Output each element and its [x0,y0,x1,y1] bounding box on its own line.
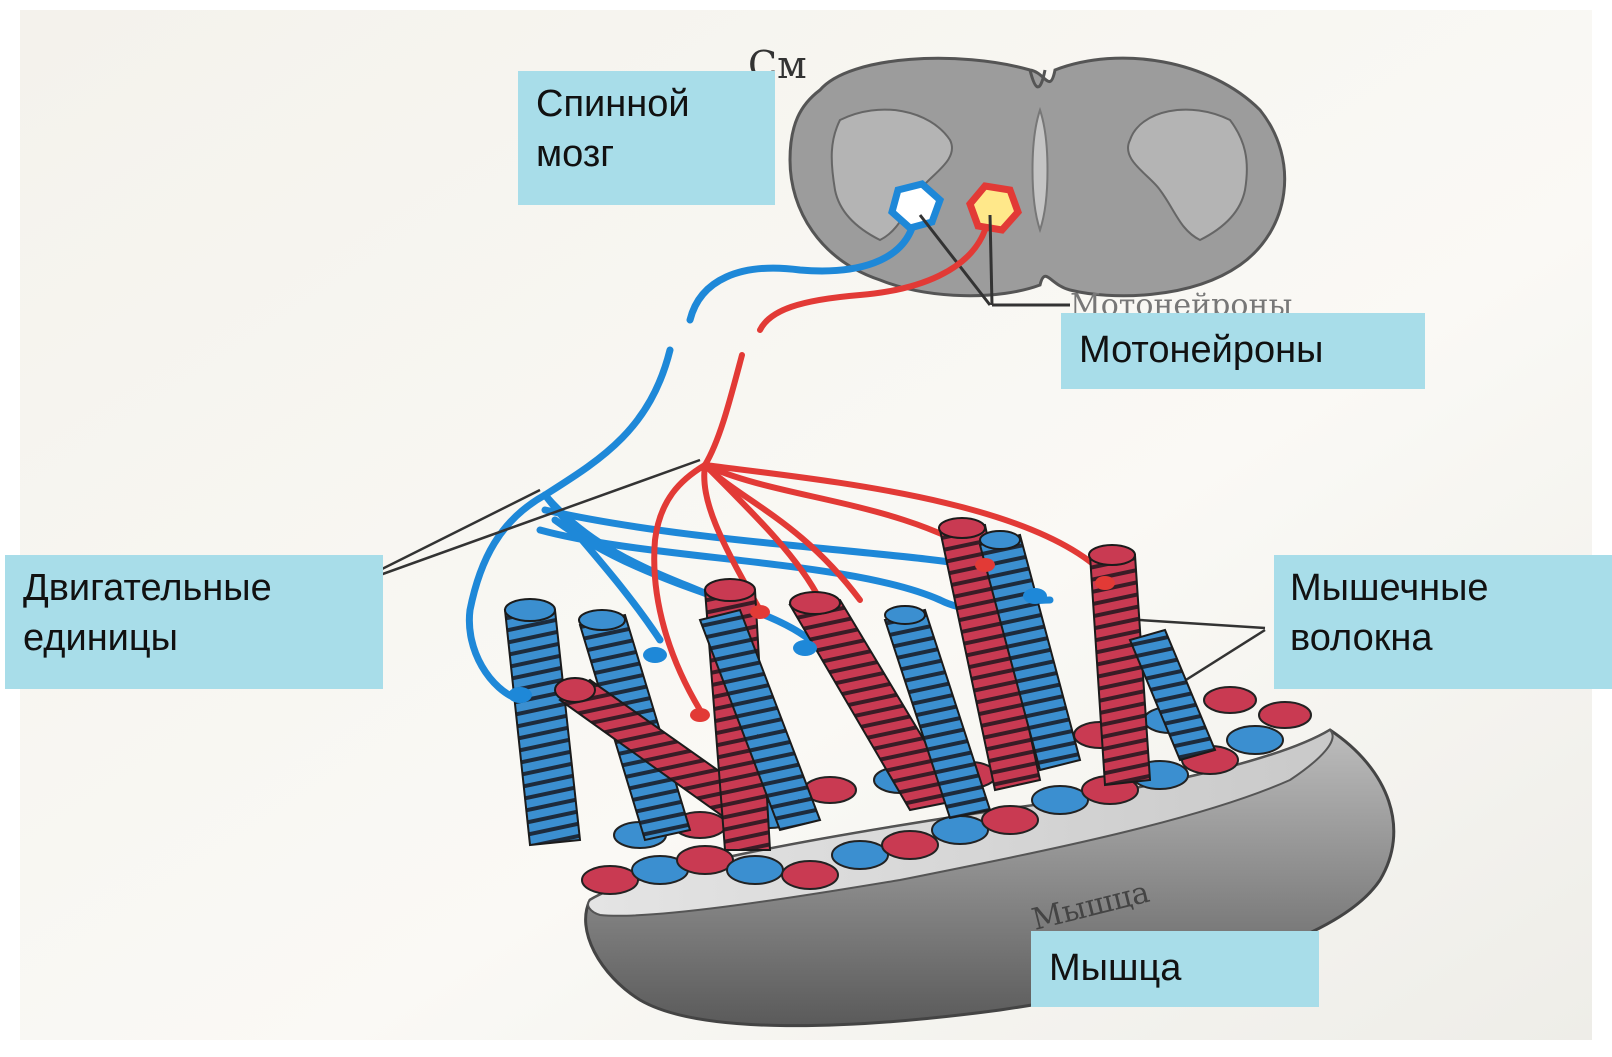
red-endplate [1095,576,1115,590]
red-motoneuron [970,186,1018,230]
blue-endplate [793,640,817,656]
blue-endplate [1023,588,1047,604]
fiber-end [932,816,988,844]
label-muscle: Мышца [1031,931,1319,1007]
fiber-end [1032,786,1088,814]
fiber-end [882,831,938,859]
fiber-end [727,856,783,884]
label-spinal-cord: Спинной мозг [518,71,775,205]
blue-motoneuron [892,184,940,228]
label-muscle-fibers-line2: волокна [1290,613,1612,663]
label-motor-units-line2: единицы [23,613,383,663]
fiber-end [1259,702,1311,728]
blue-endplate [643,647,667,663]
label-spinal-cord-line2: мозг [536,129,775,179]
label-muscle-fibers: Мышечные волокна [1274,555,1612,689]
blue-fiber-top [579,610,625,630]
label-muscle-fibers-line1: Мышечные [1290,563,1612,613]
red-endplate [750,605,770,619]
red-fiber-top [1089,545,1135,565]
label-spinal-cord-line1: Спинной [536,79,775,129]
label-motoneurons-text: Мотонейроны [1079,325,1425,375]
fiber-end [782,861,838,889]
red-endplate [690,708,710,722]
label-motor-units-line1: Двигательные [23,563,383,613]
fiber-end [1204,687,1256,713]
red-fiber-top [790,592,840,614]
label-motoneurons: Мотонейроны [1061,313,1425,389]
red-fiber-top [555,678,595,702]
red-fiber-top [705,579,755,601]
fiber-end [582,866,638,894]
fiber-end [1227,726,1283,754]
blue-endplate [508,687,532,703]
label-motor-units: Двигательные единицы [5,555,383,689]
red-endplate [975,558,995,572]
label-muscle-text: Мышца [1049,943,1319,993]
blue-fiber-top [980,531,1020,549]
blue-fiber-top [505,599,555,621]
red-fiber-top [939,518,985,538]
fiber-end [832,841,888,869]
blue-fiber-top [885,606,925,624]
